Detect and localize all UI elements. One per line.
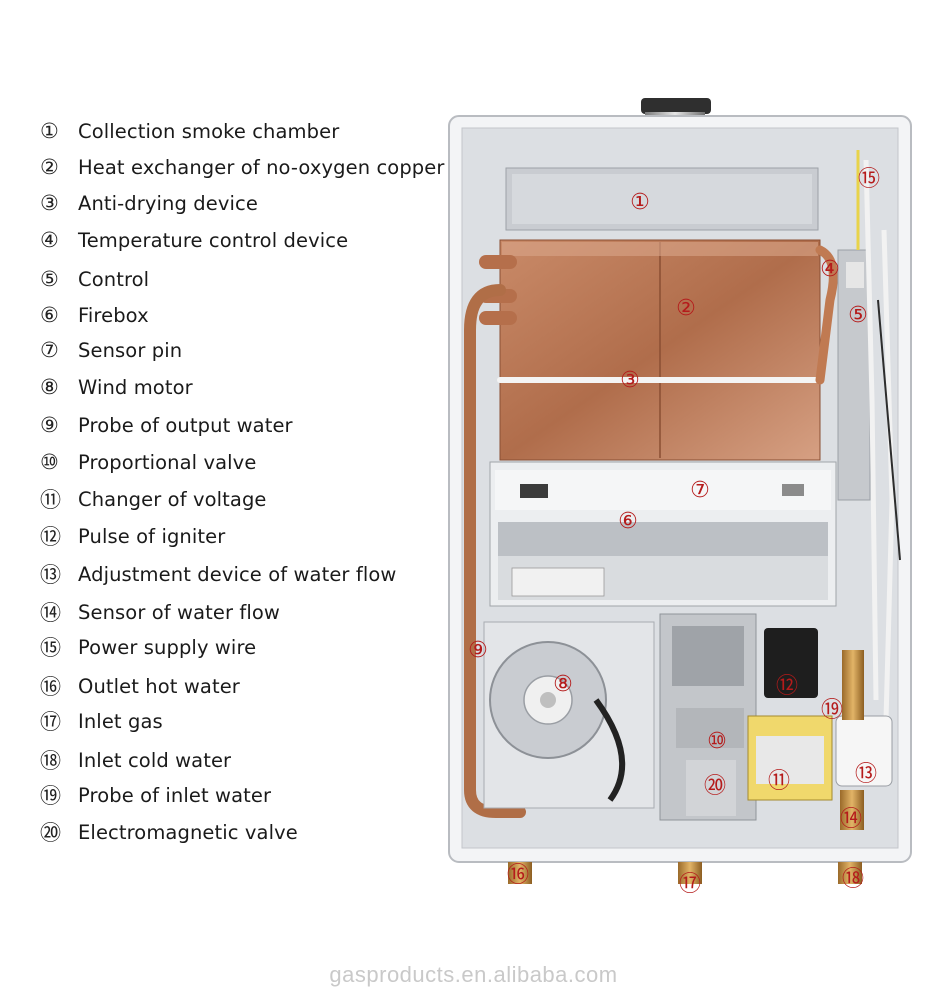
- legend-number: ⑪: [40, 488, 61, 512]
- legend-number: ⑤: [40, 267, 59, 291]
- callout-14: ⑭: [840, 807, 862, 832]
- igniter-transformer: [747, 628, 833, 801]
- callout-18: ⑱: [842, 867, 864, 892]
- legend-number: ⑨: [40, 413, 59, 437]
- legend-label: Power supply wire: [78, 635, 257, 659]
- wind-motor: [483, 621, 655, 809]
- legend-item: ⑯ Outlet hot water: [40, 671, 240, 701]
- legend-item: ⑲ Probe of inlet water: [40, 780, 271, 810]
- legend-label: Adjustment device of water flow: [78, 562, 397, 586]
- legend-item: ④ Temperature control device: [40, 225, 348, 255]
- legend-number: ⑲: [40, 784, 61, 808]
- callout-11: ⑪: [768, 769, 790, 794]
- legend-number: ①: [40, 119, 59, 143]
- copper-pipes: [464, 245, 838, 818]
- callout-3: ③: [620, 368, 640, 393]
- legend-item: ⑥ Firebox: [40, 300, 149, 330]
- legend-label: Sensor pin: [78, 338, 183, 362]
- legend-label: Outlet hot water: [78, 674, 240, 698]
- callout-9: ⑨: [468, 638, 488, 663]
- callout-2: ②: [676, 296, 696, 321]
- firebox: [489, 461, 837, 607]
- legend-number: ⑦: [40, 338, 59, 362]
- legend-label: Temperature control device: [78, 228, 349, 252]
- callout-4: ④: [820, 257, 840, 282]
- legend-label: Proportional valve: [78, 450, 257, 474]
- legend-number: ⑥: [40, 303, 59, 327]
- legend-number: ④: [40, 228, 59, 252]
- legend-item: ⑰ Inlet gas: [40, 706, 163, 736]
- legend-label: Inlet cold water: [78, 748, 232, 772]
- legend-item: ⑫ Pulse of igniter: [40, 521, 225, 551]
- legend-label: Probe of inlet water: [78, 783, 272, 807]
- callout-17: ⑰: [679, 872, 701, 897]
- callout-15: ⑮: [858, 167, 880, 192]
- legend-item: ⑧ Wind motor: [40, 372, 193, 402]
- callout-13: ⑬: [855, 762, 877, 787]
- bottom-connectors: [508, 862, 862, 884]
- heat-exchanger: [499, 239, 821, 461]
- legend-number: ⑮: [40, 636, 61, 660]
- callout-5: ⑤: [848, 303, 868, 328]
- legend-label: Electromagnetic valve: [78, 820, 298, 844]
- legend-item: ⑦ Sensor pin: [40, 335, 182, 365]
- legend-item: ⑬ Adjustment device of water flow: [40, 559, 396, 589]
- legend-item: ③ Anti-drying device: [40, 188, 258, 218]
- callout-7: ⑦: [690, 478, 710, 503]
- legend-item: ⑪ Changer of voltage: [40, 484, 267, 514]
- callout-6: ⑥: [618, 509, 638, 534]
- legend-label: Control: [78, 267, 150, 291]
- callout-labels: ① ② ③ ④ ⑤ ⑥ ⑦ ⑧ ⑨ ⑩ ⑪ ⑫ ⑬ ⑭ ⑮ ⑯ ⑰ ⑱ ⑲ ⑳: [468, 167, 880, 897]
- legend-number: ③: [40, 191, 59, 215]
- control-panel: [837, 150, 901, 721]
- callout-20: ⑳: [704, 774, 726, 799]
- gas-valve-assembly: [659, 613, 757, 821]
- legend-item: ⑩ Proportional valve: [40, 447, 256, 477]
- legend-label: Inlet gas: [78, 709, 163, 733]
- legend-item: ② Heat exchanger of no-oxygen copper: [40, 152, 445, 182]
- legend-label: Sensor of water flow: [78, 600, 280, 624]
- callout-19: ⑲: [821, 698, 843, 723]
- legend-number: ②: [40, 155, 59, 179]
- legend-number: ⑱: [40, 749, 61, 773]
- callout-1: ①: [630, 190, 650, 215]
- legend-number: ⑬: [40, 563, 61, 587]
- legend-label: Probe of output water: [78, 413, 293, 437]
- legend-item: ⑳ Electromagnetic valve: [40, 817, 298, 847]
- legend-item: ⑤ Control: [40, 264, 149, 294]
- legend-label: Heat exchanger of no-oxygen copper: [78, 155, 445, 179]
- legend-label: Firebox: [78, 303, 149, 327]
- legend-number: ⑧: [40, 375, 59, 399]
- legend-number: ⑯: [40, 675, 61, 699]
- legend-item: ⑨ Probe of output water: [40, 410, 293, 440]
- legend-item: ⑭ Sensor of water flow: [40, 597, 280, 627]
- water-flow-sensor: [835, 650, 893, 830]
- legend-label: Pulse of igniter: [78, 524, 226, 548]
- legend-number: ⑳: [40, 821, 61, 845]
- watermark: gasproducts.en.alibaba.com: [329, 962, 618, 987]
- smoke-chamber: [505, 167, 819, 231]
- callout-8: ⑧: [553, 672, 573, 697]
- legend-number: ⑰: [40, 710, 61, 734]
- legend-number: ⑫: [40, 525, 61, 549]
- legend-item: ⑱ Inlet cold water: [40, 745, 231, 775]
- legend-item: ⑮ Power supply wire: [40, 632, 256, 662]
- legend-label: Wind motor: [78, 375, 193, 399]
- callout-12: ⑫: [776, 674, 798, 699]
- legend-label: Collection smoke chamber: [78, 119, 340, 143]
- legend-item: ① Collection smoke chamber: [40, 116, 339, 146]
- legend-number: ⑭: [40, 601, 61, 625]
- legend-label: Anti-drying device: [78, 191, 258, 215]
- callout-10: ⑩: [707, 729, 727, 754]
- legend-label: Changer of voltage: [78, 487, 267, 511]
- callout-16: ⑯: [507, 863, 529, 888]
- legend-number: ⑩: [40, 450, 59, 474]
